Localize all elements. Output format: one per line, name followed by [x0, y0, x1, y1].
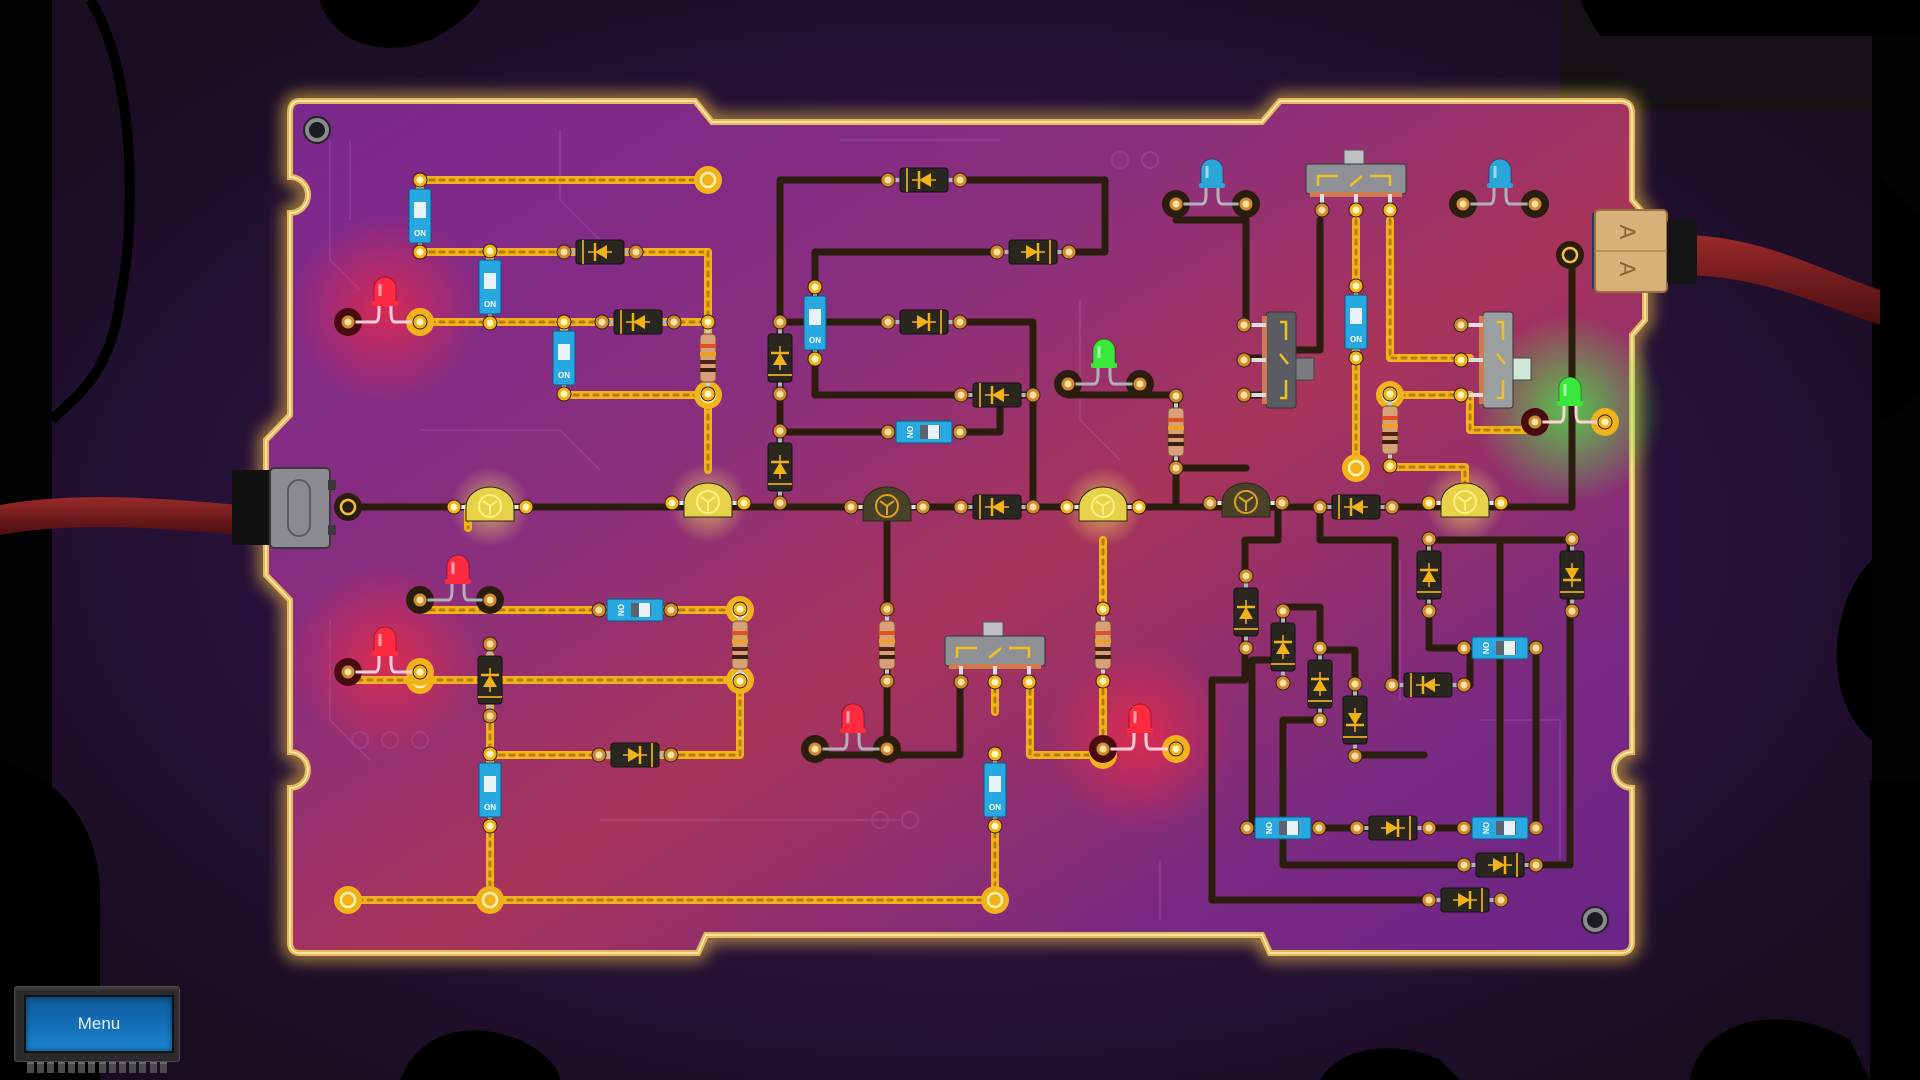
screws	[303, 116, 1609, 934]
blue-led[interactable]	[1449, 158, 1549, 218]
toggle-switch[interactable]: ON	[478, 746, 502, 834]
trace-node	[334, 493, 362, 521]
toggle-switch[interactable]: ON	[478, 243, 502, 331]
diode[interactable]	[880, 167, 968, 193]
toggle-switch[interactable]: ON	[552, 314, 576, 402]
red-led[interactable]	[1089, 703, 1190, 763]
diode[interactable]	[1270, 603, 1296, 691]
svg-text:ON: ON	[989, 803, 1001, 812]
toggle-switch[interactable]: ON	[983, 746, 1007, 834]
diode[interactable]	[556, 239, 644, 265]
green-led[interactable]	[1054, 338, 1154, 398]
diode[interactable]	[1416, 531, 1442, 619]
menu-frame: Menu	[14, 986, 180, 1062]
transistor[interactable]	[1202, 482, 1290, 518]
trace-node	[476, 886, 504, 914]
trace-node	[1342, 454, 1370, 482]
svg-text:ON: ON	[484, 803, 496, 812]
toggle-switch[interactable]: ON	[880, 420, 968, 444]
red-led[interactable]	[334, 626, 434, 686]
slide-switch[interactable]	[1453, 311, 1532, 409]
diode[interactable]	[1456, 852, 1544, 878]
chip-pins	[27, 1062, 167, 1073]
svg-text:ON: ON	[809, 336, 821, 345]
svg-text:ON: ON	[414, 229, 426, 238]
transistor[interactable]	[446, 486, 534, 522]
diode[interactable]	[880, 309, 968, 335]
menu-chip: Menu	[14, 986, 180, 1073]
trace-node	[334, 886, 362, 914]
toggle-switch[interactable]: ON	[1456, 816, 1544, 840]
toggle-switch[interactable]: ON	[1456, 636, 1544, 660]
diode[interactable]	[477, 636, 503, 724]
svg-text:ON: ON	[1481, 822, 1490, 834]
diode[interactable]	[1312, 494, 1400, 520]
input-connector	[232, 467, 336, 549]
red-led[interactable]	[801, 703, 901, 763]
resistor[interactable]	[878, 601, 896, 689]
resistor[interactable]	[699, 314, 717, 402]
components: ON ON ON ON ON ON ON ON ON ON ON ON	[334, 149, 1619, 913]
diode[interactable]	[1349, 815, 1437, 841]
diode[interactable]	[989, 239, 1077, 265]
diode[interactable]	[1384, 672, 1472, 698]
red-led[interactable]	[406, 554, 504, 614]
svg-text:A: A	[1615, 225, 1640, 240]
diode[interactable]	[953, 382, 1041, 408]
diode[interactable]	[1233, 568, 1259, 656]
resistor[interactable]	[1094, 601, 1112, 689]
slide-switch[interactable]	[1305, 149, 1407, 218]
toggle-switch[interactable]: ON	[1239, 816, 1327, 840]
toggle-switch[interactable]: ON	[408, 172, 432, 260]
menu-button[interactable]: Menu	[24, 995, 174, 1053]
diode[interactable]	[591, 742, 679, 768]
svg-text:ON: ON	[616, 604, 625, 616]
resistor[interactable]	[1381, 386, 1399, 474]
trace-nodes	[334, 166, 1584, 914]
screw-hole	[1581, 906, 1609, 934]
diode[interactable]	[767, 314, 793, 402]
transistor[interactable]	[664, 482, 752, 518]
toggle-switch[interactable]: ON	[1344, 278, 1368, 366]
svg-text:ON: ON	[484, 300, 496, 309]
slide-switch[interactable]	[944, 621, 1046, 690]
transistor[interactable]	[843, 486, 931, 522]
transistor[interactable]	[1421, 482, 1509, 518]
toggle-switch[interactable]: ON	[591, 598, 679, 622]
svg-text:ON: ON	[1481, 642, 1490, 654]
green-led[interactable]	[1521, 376, 1619, 436]
screw-hole	[303, 116, 331, 144]
trace-node	[981, 886, 1009, 914]
diode[interactable]	[1342, 676, 1368, 764]
diode[interactable]	[767, 423, 793, 511]
svg-text:ON: ON	[558, 371, 570, 380]
diode[interactable]	[1421, 887, 1509, 913]
diode[interactable]	[953, 494, 1041, 520]
output-connector: A A	[1592, 209, 1697, 293]
svg-text:A: A	[1615, 262, 1640, 277]
red-led[interactable]	[334, 276, 434, 336]
blue-led[interactable]	[1162, 158, 1260, 218]
svg-text:ON: ON	[905, 426, 914, 438]
diode[interactable]	[1307, 640, 1333, 728]
slide-switch[interactable]	[1236, 311, 1315, 409]
svg-text:ON: ON	[1264, 822, 1273, 834]
toggle-switch[interactable]: ON	[803, 279, 827, 367]
trace-node	[1556, 241, 1584, 269]
transistor[interactable]	[1059, 486, 1147, 522]
resistor[interactable]	[731, 601, 749, 689]
diode[interactable]	[1559, 531, 1585, 619]
svg-text:ON: ON	[1350, 335, 1362, 344]
resistor[interactable]	[1167, 388, 1185, 476]
trace-node	[694, 166, 722, 194]
diode[interactable]	[594, 309, 682, 335]
